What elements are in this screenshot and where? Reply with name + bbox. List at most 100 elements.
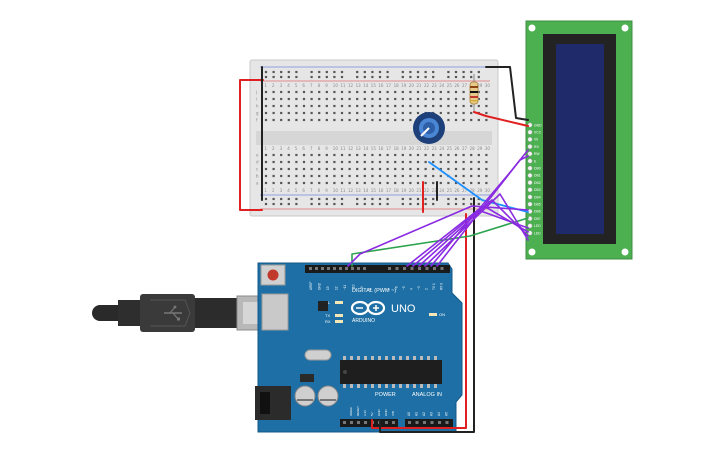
breadboard-hole bbox=[371, 111, 374, 115]
breadboard-column-number: 17 bbox=[386, 188, 392, 193]
breadboard-hole bbox=[454, 181, 458, 185]
breadboard-hole bbox=[401, 153, 404, 157]
rail-hole bbox=[340, 202, 344, 206]
breadboard-hole bbox=[485, 90, 488, 94]
breadboard-hole bbox=[295, 118, 298, 122]
header-hole bbox=[343, 421, 346, 424]
breadboard-hole bbox=[394, 153, 397, 157]
lcd-pin-label: DB0 bbox=[534, 167, 541, 171]
header-hole bbox=[438, 421, 441, 424]
lcd-pin-label: DB3 bbox=[534, 188, 541, 192]
breadboard-hole bbox=[424, 167, 427, 171]
breadboard-hole bbox=[462, 104, 465, 108]
on-led-label: ON bbox=[439, 312, 445, 317]
digital-pin-label: ~3 bbox=[417, 286, 421, 290]
breadboard-column-number: 18 bbox=[394, 83, 400, 88]
breadboard-hole bbox=[371, 160, 374, 164]
chip-pins-bottom bbox=[343, 384, 437, 388]
lcd-pin-label: RS bbox=[534, 145, 539, 149]
digital-pin-label: 12 bbox=[335, 286, 339, 290]
breadboard-hole bbox=[477, 118, 480, 122]
rail-hole bbox=[340, 70, 344, 74]
rail-hole bbox=[447, 70, 450, 74]
breadboard-hole bbox=[477, 104, 480, 108]
breadboard-hole bbox=[386, 104, 389, 108]
breadboard-hole bbox=[432, 181, 435, 185]
breadboard-hole bbox=[340, 111, 344, 115]
breadboard-hole bbox=[409, 118, 412, 122]
breadboard-hole bbox=[280, 153, 283, 157]
wire-purple-d7 bbox=[424, 193, 529, 267]
breadboard-column-number: 17 bbox=[386, 146, 392, 151]
breadboard-hole bbox=[462, 167, 465, 171]
rail-hole bbox=[386, 202, 389, 206]
lcd-16x2-display[interactable]: GNDVCCV0RSRWEDB0DB1DB2DB3DB4DB5DB6DB7LED… bbox=[525, 20, 633, 260]
breadboard-column-number: 4 bbox=[287, 146, 290, 151]
breadboard-column-number: 19 bbox=[401, 146, 407, 151]
reset-button-cap[interactable] bbox=[267, 269, 279, 281]
voltage-regulator bbox=[300, 374, 314, 382]
breadboard-hole bbox=[371, 174, 374, 178]
breadboard-hole bbox=[424, 160, 427, 164]
rail-hole bbox=[363, 70, 366, 74]
breadboard-hole bbox=[485, 111, 488, 115]
breadboard-hole bbox=[363, 104, 366, 108]
capacitor-1 bbox=[294, 385, 316, 407]
chip-pin bbox=[406, 384, 409, 388]
breadboard-column-number: 29 bbox=[477, 83, 483, 88]
breadboard-column-number: 17 bbox=[386, 83, 392, 88]
breadboard-hole bbox=[348, 97, 351, 101]
rail-hole bbox=[432, 202, 435, 206]
breadboard-column-number: 15 bbox=[371, 146, 377, 151]
breadboard-hole bbox=[302, 167, 306, 171]
power-label: POWER bbox=[375, 392, 396, 398]
breadboard-hole bbox=[325, 174, 328, 178]
header-hole bbox=[425, 267, 429, 270]
breadboard-column-number: 12 bbox=[348, 146, 354, 151]
rail-hole bbox=[325, 70, 328, 74]
breadboard-hole bbox=[356, 97, 359, 101]
lcd-pin bbox=[527, 223, 533, 229]
breadboard-column-number: 26 bbox=[454, 188, 460, 193]
analog-in-label: ANALOG IN bbox=[412, 392, 442, 398]
rail-hole bbox=[356, 70, 359, 74]
breadboard[interactable]: 1112223334445556667778889991010101111111… bbox=[249, 59, 499, 217]
breadboard-hole bbox=[394, 160, 397, 164]
breadboard-hole bbox=[356, 111, 359, 115]
breadboard-hole bbox=[302, 181, 306, 185]
rail-hole bbox=[454, 197, 458, 201]
breadboard-hole bbox=[447, 118, 450, 122]
breadboard-column-number: 25 bbox=[447, 83, 453, 88]
breadboard-column-number: 24 bbox=[439, 83, 445, 88]
breadboard-column-number: 10 bbox=[333, 188, 339, 193]
breadboard-hole bbox=[272, 153, 275, 157]
potentiometer[interactable] bbox=[413, 112, 445, 144]
breadboard-hole bbox=[439, 90, 442, 94]
wire-blue-pot-v0 bbox=[428, 161, 529, 213]
digital-pin-label: RX 0 bbox=[440, 283, 444, 290]
lcd-pin bbox=[527, 151, 533, 157]
breadboard-hole bbox=[439, 181, 442, 185]
resistor[interactable] bbox=[469, 74, 479, 112]
chip-pin bbox=[364, 384, 367, 388]
breadboard-column-number: 12 bbox=[348, 188, 354, 193]
rail-hole bbox=[272, 197, 275, 201]
chip-pin bbox=[378, 384, 381, 388]
breadboard-hole bbox=[318, 111, 321, 115]
breadboard-hole bbox=[318, 160, 321, 164]
digital-pin-label: ~6 bbox=[395, 286, 399, 290]
lcd-pin-label: E bbox=[534, 159, 537, 163]
breadboard-hole bbox=[432, 90, 435, 94]
breadboard-hole bbox=[264, 97, 268, 101]
rail-hole bbox=[462, 202, 465, 206]
breadboard-hole bbox=[477, 153, 480, 157]
breadboard-column-number: 9 bbox=[325, 83, 328, 88]
breadboard-hole bbox=[470, 111, 473, 115]
breadboard-column-number: 13 bbox=[356, 146, 362, 151]
rail-hole bbox=[447, 202, 450, 206]
breadboard-hole bbox=[378, 174, 382, 178]
breadboard-column-number: 12 bbox=[348, 83, 354, 88]
chip-pin bbox=[427, 384, 430, 388]
